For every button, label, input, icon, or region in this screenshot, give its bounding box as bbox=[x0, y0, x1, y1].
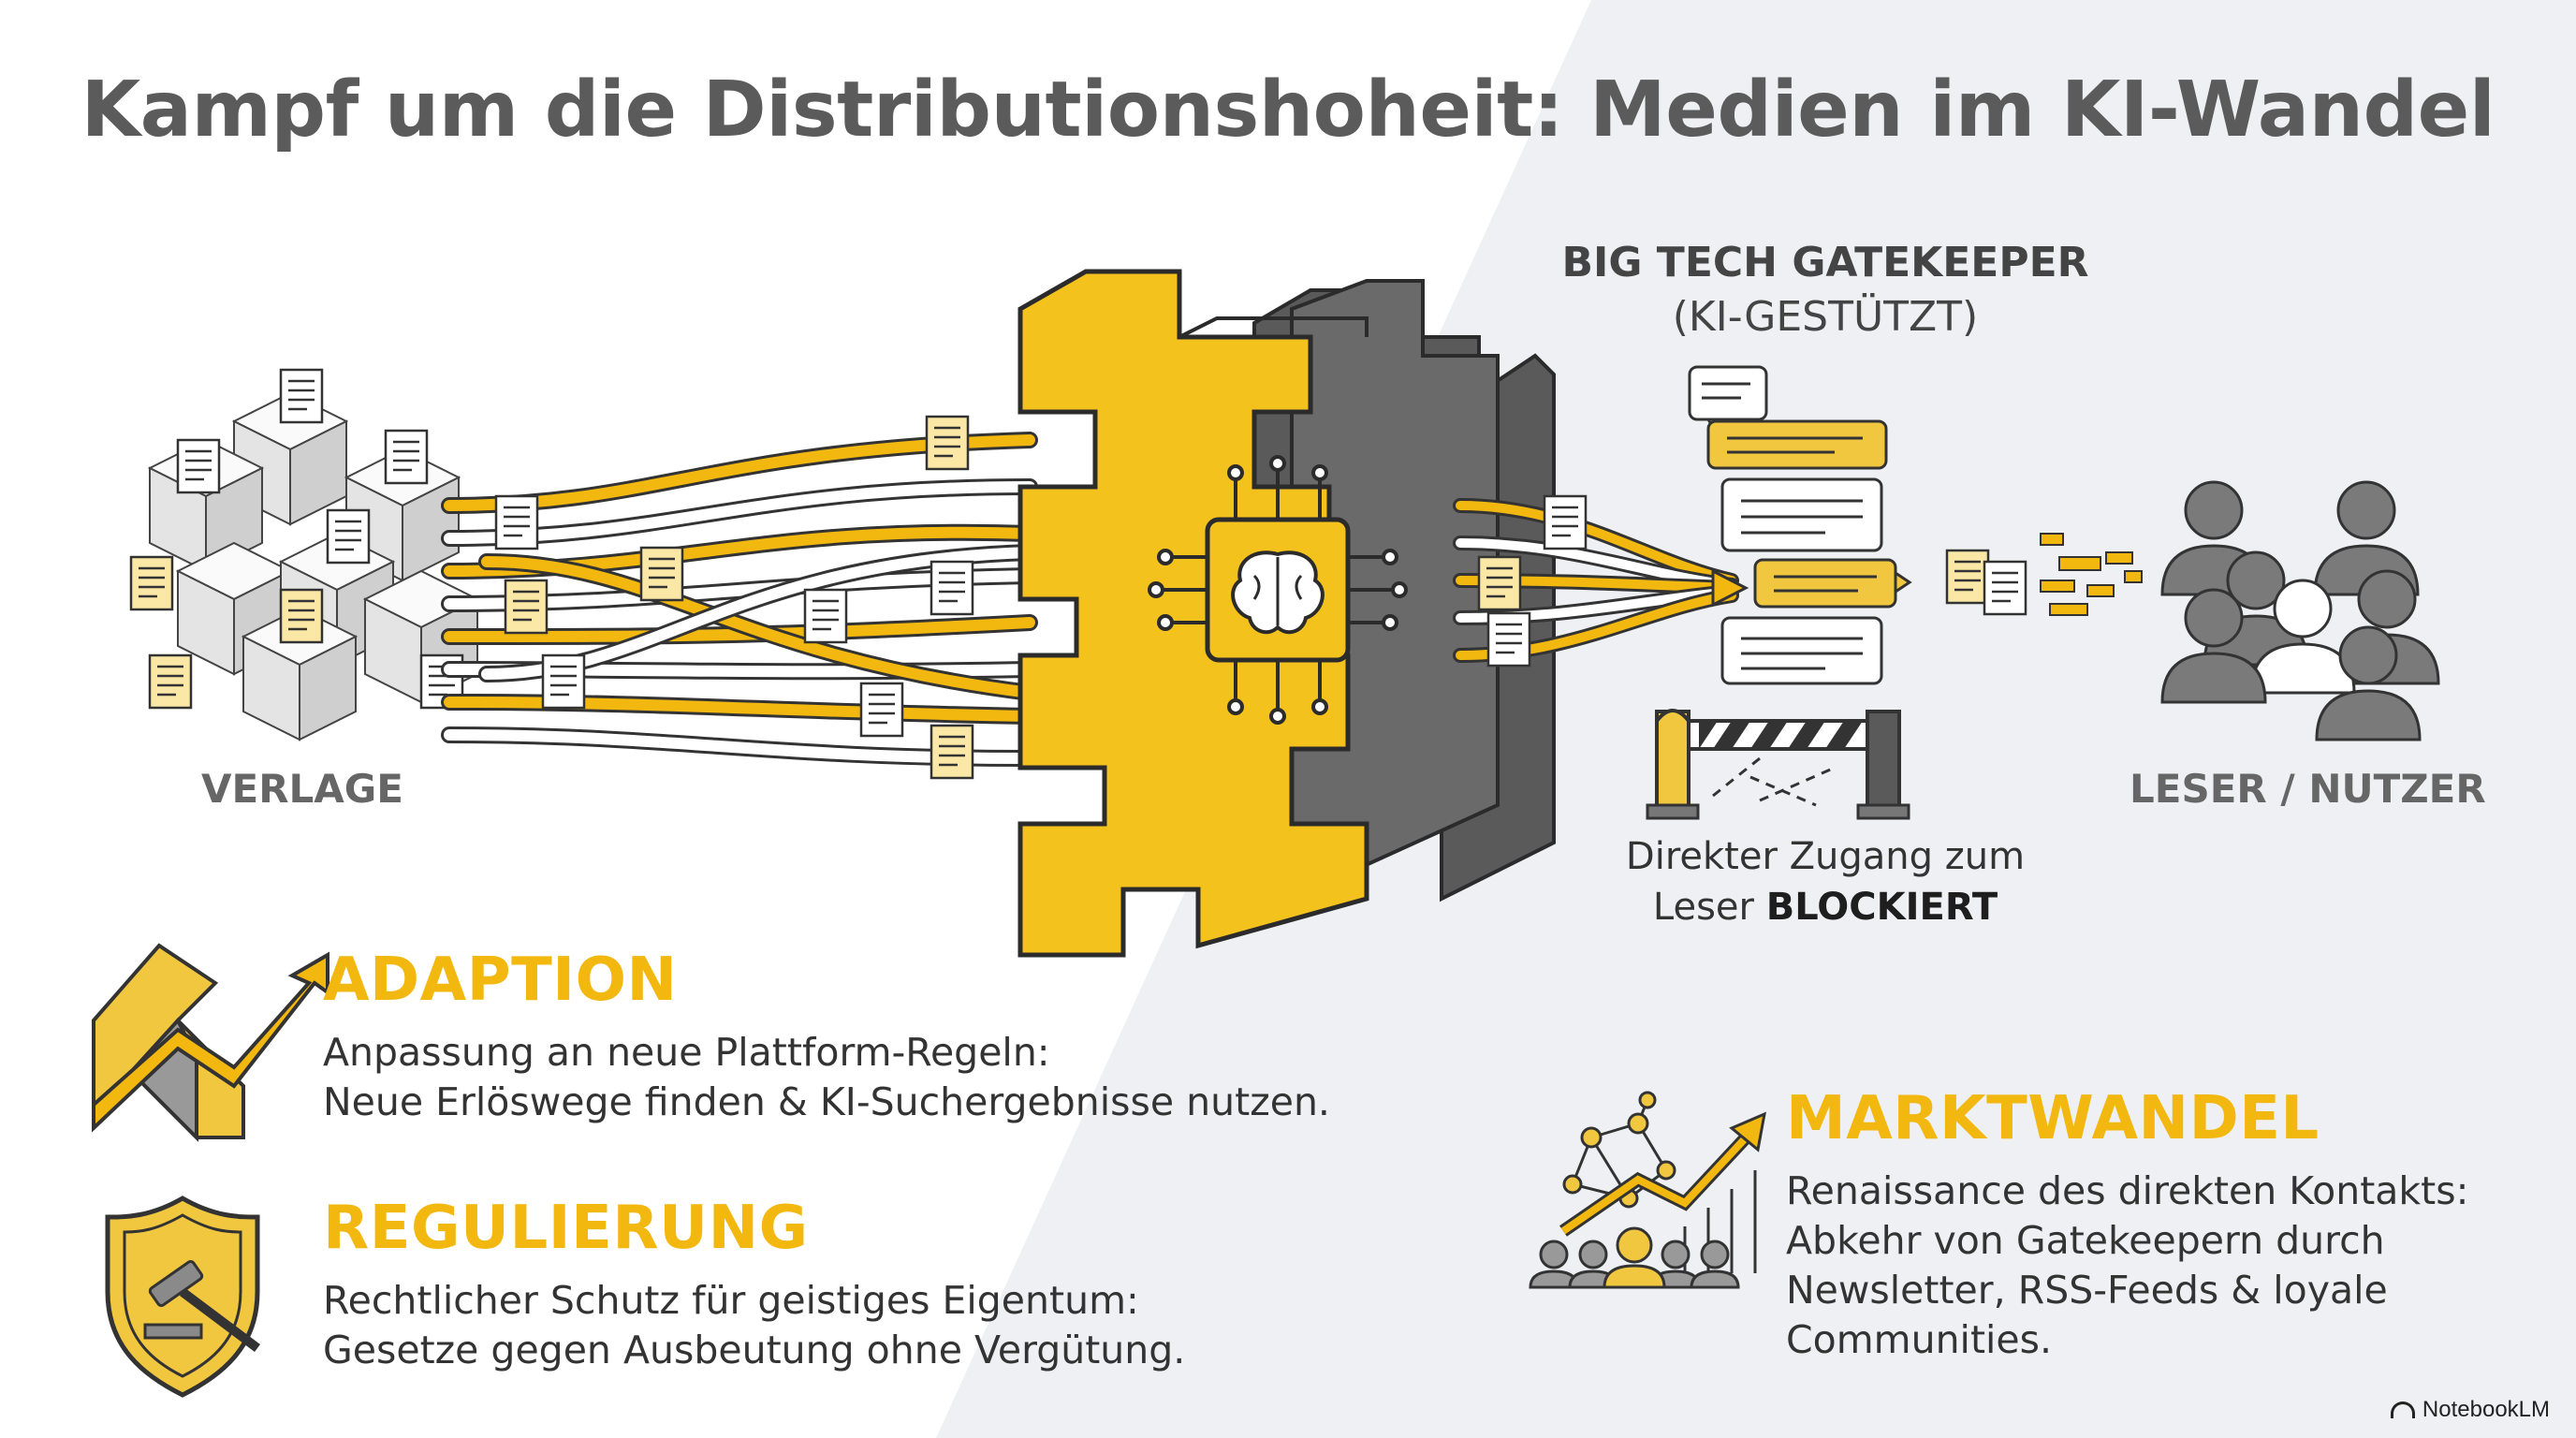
regulierung-heading: REGULIERUNG bbox=[323, 1194, 809, 1263]
marktwandel-line1: Renaissance des direkten Kontakts: bbox=[1786, 1168, 2469, 1213]
gatekeeper-heading: BIG TECH GATEKEEPER (KI-GESTÜTZT) bbox=[1460, 236, 2190, 345]
regulierung-line1: Rechtlicher Schutz für geistiges Eigentu… bbox=[323, 1278, 1139, 1323]
regulierung-text: Rechtlicher Schutz für geistiges Eigentu… bbox=[323, 1276, 1185, 1375]
adaption-text: Anpassung an neue Plattform-Regeln: Neue… bbox=[323, 1028, 1330, 1127]
content-streams bbox=[441, 432, 1038, 767]
chat-bubbles bbox=[1688, 365, 1912, 685]
chat-bubble-icon bbox=[1688, 365, 1768, 438]
blocked-prefix: Leser bbox=[1652, 886, 1754, 929]
brand-label: NotebookLM bbox=[2422, 1397, 2550, 1422]
card-regulierung: REGULIERUNG Rechtlicher Schutz für geist… bbox=[323, 1194, 1185, 1375]
blocked-caption: Direkter Zugang zum Leser BLOCKIERT bbox=[1460, 831, 2190, 932]
data-dashes bbox=[2040, 533, 2143, 616]
regulierung-line2: Gesetze gegen Ausbeutung ohne Vergütung. bbox=[323, 1328, 1186, 1372]
readers-label: LESER / NUTZER bbox=[2130, 766, 2486, 812]
network-growth-icon bbox=[1529, 1091, 1766, 1289]
gatekeeper-subtitle: (KI-GESTÜTZT) bbox=[1672, 293, 1979, 341]
blocked-line1: Direkter Zugang zum bbox=[1625, 835, 2026, 878]
marktwandel-line3: Newsletter, RSS-Feeds & loyale bbox=[1786, 1268, 2388, 1313]
blocked-line2: Leser BLOCKIERT bbox=[1460, 882, 2190, 932]
gatekeeper-title: BIG TECH GATEKEEPER bbox=[1561, 239, 2089, 286]
user-group-icon bbox=[2160, 480, 2440, 741]
barrier-icon bbox=[1646, 709, 1910, 820]
card-adaption: ADAPTION Anpassung an neue Plattform-Reg… bbox=[323, 946, 1330, 1127]
arrow-up-icon bbox=[92, 943, 329, 1142]
adaption-line2: Neue Erlöswege finden & KI-Suchergebniss… bbox=[323, 1079, 1330, 1124]
marktwandel-text: Renaissance des direkten Kontakts: Abkeh… bbox=[1786, 1167, 2468, 1365]
gatekeeper-block bbox=[1017, 269, 1556, 958]
adaption-line1: Anpassung an neue Plattform-Regeln: bbox=[323, 1030, 1050, 1075]
shield-gavel-icon bbox=[105, 1196, 260, 1398]
publisher-cubes bbox=[129, 368, 478, 741]
card-marktwandel: MARKTWANDEL Renaissance des direkten Kon… bbox=[1786, 1084, 2468, 1365]
marktwandel-heading: MARKTWANDEL bbox=[1786, 1084, 2320, 1153]
blocked-bold: BLOCKIERT bbox=[1765, 886, 1998, 929]
adaption-heading: ADAPTION bbox=[323, 946, 678, 1015]
marktwandel-line4: Communities. bbox=[1786, 1317, 2053, 1362]
marktwandel-line2: Abkehr von Gatekeepern durch bbox=[1786, 1218, 2385, 1263]
brand-badge: NotebookLM bbox=[2390, 1397, 2550, 1423]
publishers-label: VERLAGE bbox=[201, 766, 403, 812]
brain-chip-icon bbox=[1231, 550, 1325, 635]
page-title: Kampf um die Distributionshoheit: Medien… bbox=[80, 66, 2496, 154]
notebook-logo-icon bbox=[2390, 1401, 2415, 1418]
